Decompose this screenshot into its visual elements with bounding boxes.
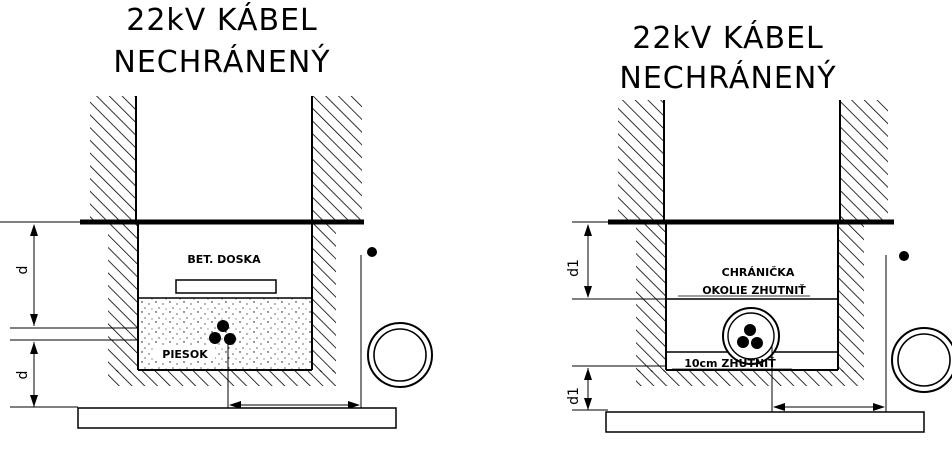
foundation-plate	[605, 411, 925, 433]
dim-upper-label: d1	[566, 259, 582, 277]
right-depth-dimension: d1 d1	[566, 221, 666, 411]
adjacent-pipe-outer	[891, 327, 952, 393]
right-wall-upper-hatch	[840, 100, 888, 222]
pipe-marker	[899, 251, 909, 261]
right-wall-upper-hatch	[312, 96, 362, 222]
concrete-slab	[175, 279, 277, 294]
pipe-marker	[367, 247, 377, 257]
left-title-line2: NECHRÁNENÝ	[113, 44, 330, 80]
dim-lower-label: d	[15, 371, 31, 380]
conduit-label: CHRÁNIČKA	[722, 266, 795, 279]
left-diagram: 22kV KÁBEL NECHRÁNENÝ BET. DOSKA PIE	[0, 2, 433, 430]
left-depth-dimension: d d	[0, 221, 138, 408]
right-title-line2: NECHRÁNENÝ	[619, 60, 836, 96]
conduit-with-cables	[722, 307, 780, 365]
adjacent-pipe-inner	[373, 328, 427, 382]
slab-label: BET. DOSKA	[187, 253, 261, 266]
right-wall-lower-hatch	[838, 222, 864, 372]
right-diagram: 22kV KÁBEL NECHRÁNENÝ CHRÁNIČKA OKOLIE Z…	[566, 20, 952, 433]
trench-bottom-hatch	[636, 370, 864, 386]
compact-surroundings-label: OKOLIE ZHUTNIŤ	[702, 284, 806, 297]
left-wall-upper-hatch	[618, 100, 664, 222]
adjacent-pipe-inner	[897, 333, 951, 387]
adjacent-pipe-outer	[367, 322, 433, 388]
right-title-line1: 22kV KÁBEL	[632, 20, 824, 56]
sand-label: PIESOK	[162, 348, 208, 361]
left-wall-upper-hatch	[90, 96, 136, 222]
left-title-line1: 22kV KÁBEL	[126, 2, 318, 38]
right-wall-lower-hatch	[312, 222, 336, 372]
foundation-plate	[77, 407, 397, 429]
compact-10cm-label: 10cm ZHUTNIŤ	[684, 357, 776, 370]
trench-bottom-hatch	[108, 370, 336, 386]
left-wall-lower-hatch	[108, 222, 138, 372]
dim-lower-label: d1	[566, 387, 582, 405]
cable-trefoil	[209, 320, 236, 345]
dim-upper-label: d	[15, 266, 31, 275]
left-wall-lower-hatch	[636, 222, 666, 372]
